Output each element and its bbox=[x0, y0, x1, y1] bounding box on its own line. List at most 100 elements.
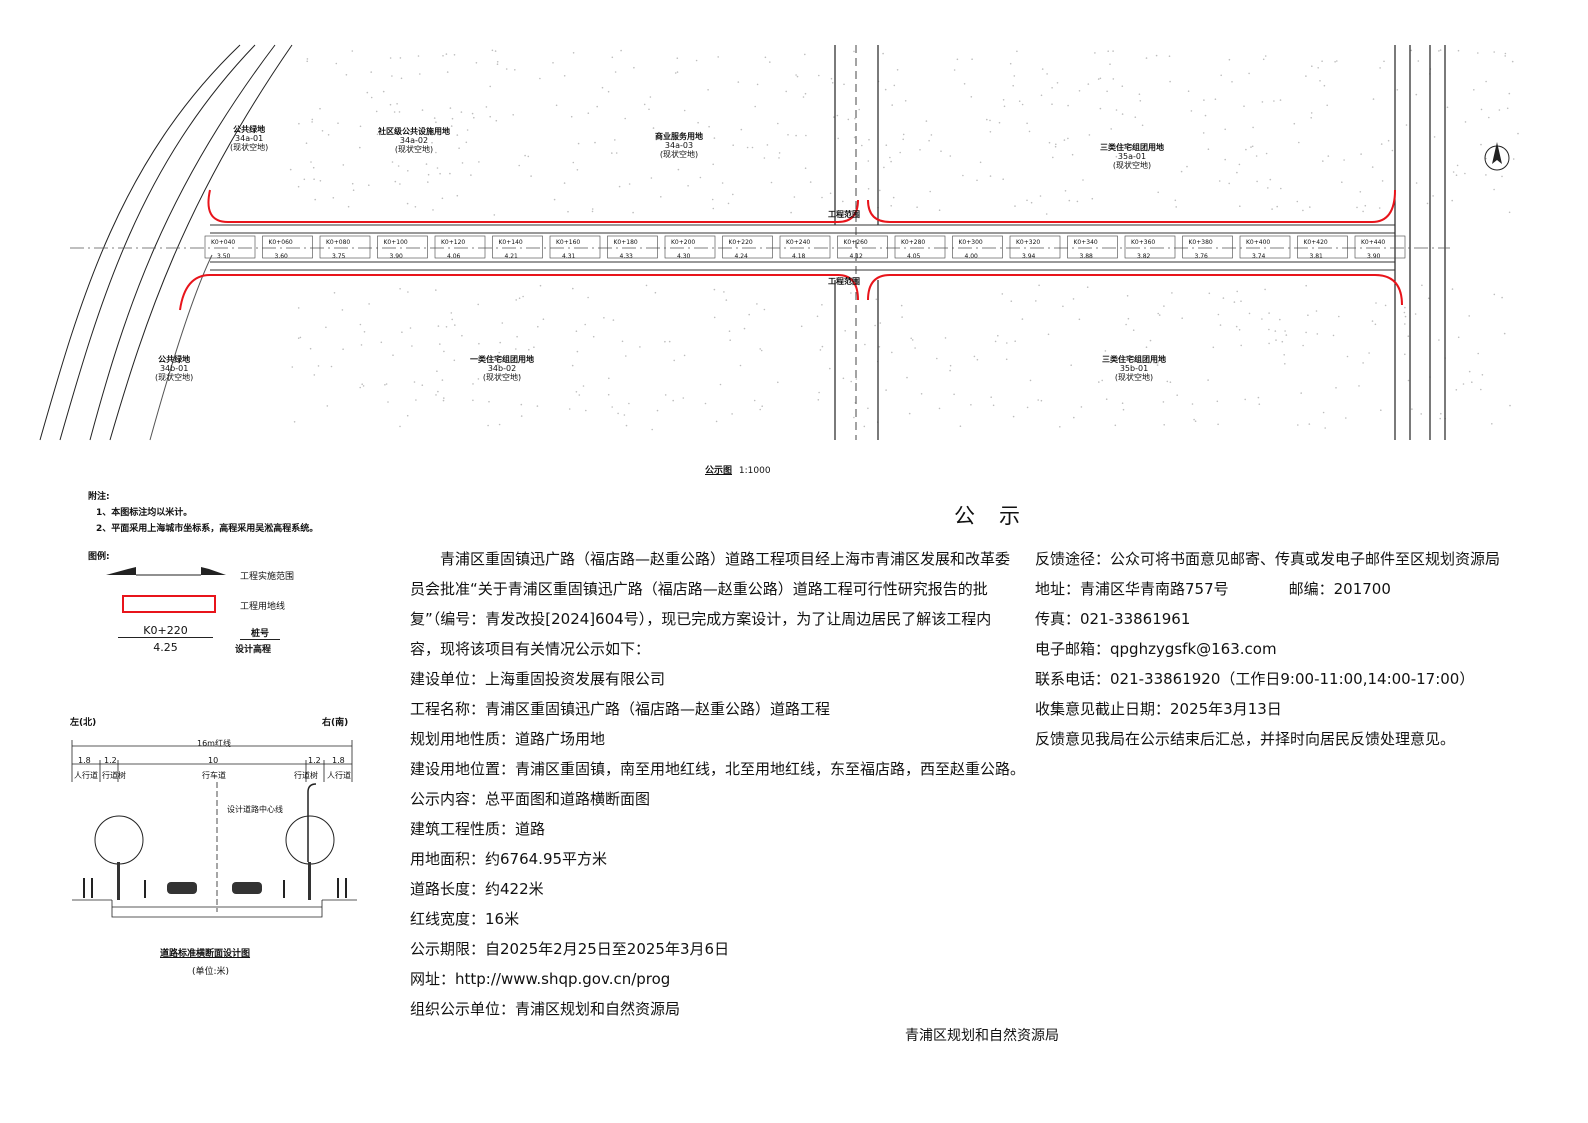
station-number: K0+360 bbox=[1131, 239, 1156, 246]
section-unit: (单位:米) bbox=[192, 967, 230, 977]
scope-label-north: 工程范围 bbox=[828, 210, 860, 219]
station-number: K0+320 bbox=[1016, 239, 1041, 246]
station-number: K0+380 bbox=[1188, 239, 1213, 246]
redline-swatch bbox=[122, 595, 216, 613]
station-height: 3.74 bbox=[1252, 253, 1266, 260]
station-number: K0+240 bbox=[786, 239, 811, 246]
station-number: K0+340 bbox=[1073, 239, 1098, 246]
legend-height-label: 设计高程 bbox=[235, 645, 272, 655]
station-height: 4.33 bbox=[619, 253, 633, 260]
section-centerline-label: 设计道路中心线 bbox=[227, 805, 283, 814]
notice-row: 公示期限：自2025年2月25日至2025年3月6日 bbox=[410, 940, 730, 958]
contact-row: 地址：青浦区华青南路757号 邮编：201700 bbox=[1035, 580, 1391, 598]
station-number: K0+120 bbox=[441, 239, 466, 246]
section-part-sidewalk-right: 人行道 bbox=[327, 771, 351, 780]
section-part-sidewalk-left: 人行道 bbox=[74, 771, 98, 780]
station-box bbox=[1297, 235, 1348, 259]
contact-row: 反馈途径：公众可将书面意见邮寄、传真或发电子邮件至区规划资源局 bbox=[1035, 550, 1501, 568]
station-box bbox=[204, 235, 256, 259]
station-box bbox=[779, 235, 831, 259]
station-box bbox=[607, 235, 658, 259]
section-width-1: 1.8 bbox=[78, 756, 91, 765]
contact-row: 联系电话：021-33861920（工作日9:00-11:00,14:00-17… bbox=[1035, 670, 1475, 688]
station-number: K0+260 bbox=[843, 239, 868, 246]
station-number: K0+180 bbox=[613, 239, 638, 246]
station-box bbox=[549, 235, 601, 259]
contact-row: 传真：021-33861961 bbox=[1035, 610, 1191, 628]
legend-redline-label: 工程用地线 bbox=[240, 602, 286, 612]
section-svg bbox=[71, 740, 357, 918]
cross-section: 左(北) 右(南) 16m红线 bbox=[62, 712, 367, 982]
scope-marker-icon bbox=[106, 567, 226, 576]
station-box bbox=[1354, 235, 1406, 259]
station-height: 3.75 bbox=[332, 253, 346, 260]
legend-station-sample: K0+220 bbox=[118, 624, 213, 638]
note-item: 2、平面采用上海城市坐标系，高程采用吴淞高程系统。 bbox=[96, 524, 319, 534]
station-height: 3.90 bbox=[389, 253, 403, 260]
station-box bbox=[1067, 235, 1118, 259]
station-height: 3.76 bbox=[1194, 253, 1208, 260]
plan-caption: 公示图 1:1000 bbox=[705, 463, 771, 476]
station-number: K0+140 bbox=[498, 239, 523, 246]
station-height: 4.12 bbox=[849, 253, 863, 260]
station-box bbox=[377, 235, 428, 259]
station-number: K0+160 bbox=[556, 239, 581, 246]
station-height: 3.94 bbox=[1022, 253, 1036, 260]
station-box bbox=[664, 235, 716, 259]
station-height: 3.50 bbox=[217, 253, 231, 260]
station-number: K0+200 bbox=[671, 239, 696, 246]
section-width-3: 10 bbox=[208, 756, 219, 765]
station-height: 4.05 bbox=[907, 253, 921, 260]
notice-row: 网址：http://www.shqp.gov.cn/prog bbox=[410, 970, 671, 988]
station-box bbox=[1124, 235, 1176, 259]
station-box bbox=[894, 235, 946, 259]
notice-row: 道路长度：约422米 bbox=[410, 880, 544, 898]
legend-scope-label: 工程实施范围 bbox=[240, 572, 295, 582]
station-height: 4.31 bbox=[562, 253, 576, 260]
plan-caption-scale: 1:1000 bbox=[738, 466, 771, 476]
legend-height-sample: 4.25 bbox=[153, 641, 178, 654]
station-height: 4.21 bbox=[504, 253, 518, 260]
station-height: 4.24 bbox=[734, 253, 748, 260]
station-height: 3.81 bbox=[1309, 253, 1323, 260]
scope-label-south: 工程范围 bbox=[828, 277, 860, 286]
legend-title: 图例: bbox=[88, 552, 110, 562]
station-height: 3.60 bbox=[274, 253, 288, 260]
station-box bbox=[1239, 235, 1291, 259]
station-height: 3.88 bbox=[1079, 253, 1093, 260]
notice-signature: 青浦区规划和自然资源局 bbox=[905, 1028, 1059, 1044]
section-width-2: 1.2 bbox=[104, 756, 117, 765]
section-part-trees-right: 行道树 bbox=[294, 771, 318, 780]
station-box bbox=[837, 235, 888, 259]
notice-row: 建设单位：上海重固投资发展有限公司 bbox=[410, 670, 666, 688]
notice-row: 红线宽度：16米 bbox=[410, 910, 520, 928]
station-box bbox=[262, 235, 313, 259]
north-arrow-icon bbox=[1484, 142, 1510, 171]
section-part-trees-left: 行道树 bbox=[102, 771, 126, 780]
notice-row: 建筑工程性质：道路 bbox=[410, 820, 546, 838]
station-box bbox=[1182, 235, 1233, 259]
notes: 附注: 1、本图标注均以米计。 2、平面采用上海城市坐标系，高程采用吴淞高程系统… bbox=[88, 489, 318, 537]
station-number: K0+060 bbox=[268, 239, 293, 246]
section-width-4: 1.2 bbox=[308, 756, 321, 765]
station-number: K0+100 bbox=[383, 239, 408, 246]
station-number: K0+220 bbox=[728, 239, 753, 246]
section-left-label: 左(北) bbox=[70, 718, 97, 728]
notice-row: 组织公示单位：青浦区规划和自然资源局 bbox=[410, 1000, 681, 1018]
section-total-label: 16m红线 bbox=[197, 739, 231, 748]
section-title: 道路标准横断面设计图 bbox=[160, 949, 251, 959]
station-box bbox=[434, 235, 486, 259]
section-width-5: 1.8 bbox=[332, 756, 345, 765]
station-height: 4.18 bbox=[792, 253, 806, 260]
notes-title: 附注: bbox=[88, 492, 110, 502]
section-right-label: 右(南) bbox=[322, 718, 349, 728]
notice-row: 规划用地性质：道路广场用地 bbox=[410, 730, 606, 748]
notice-heading: 公示 bbox=[954, 504, 1044, 528]
